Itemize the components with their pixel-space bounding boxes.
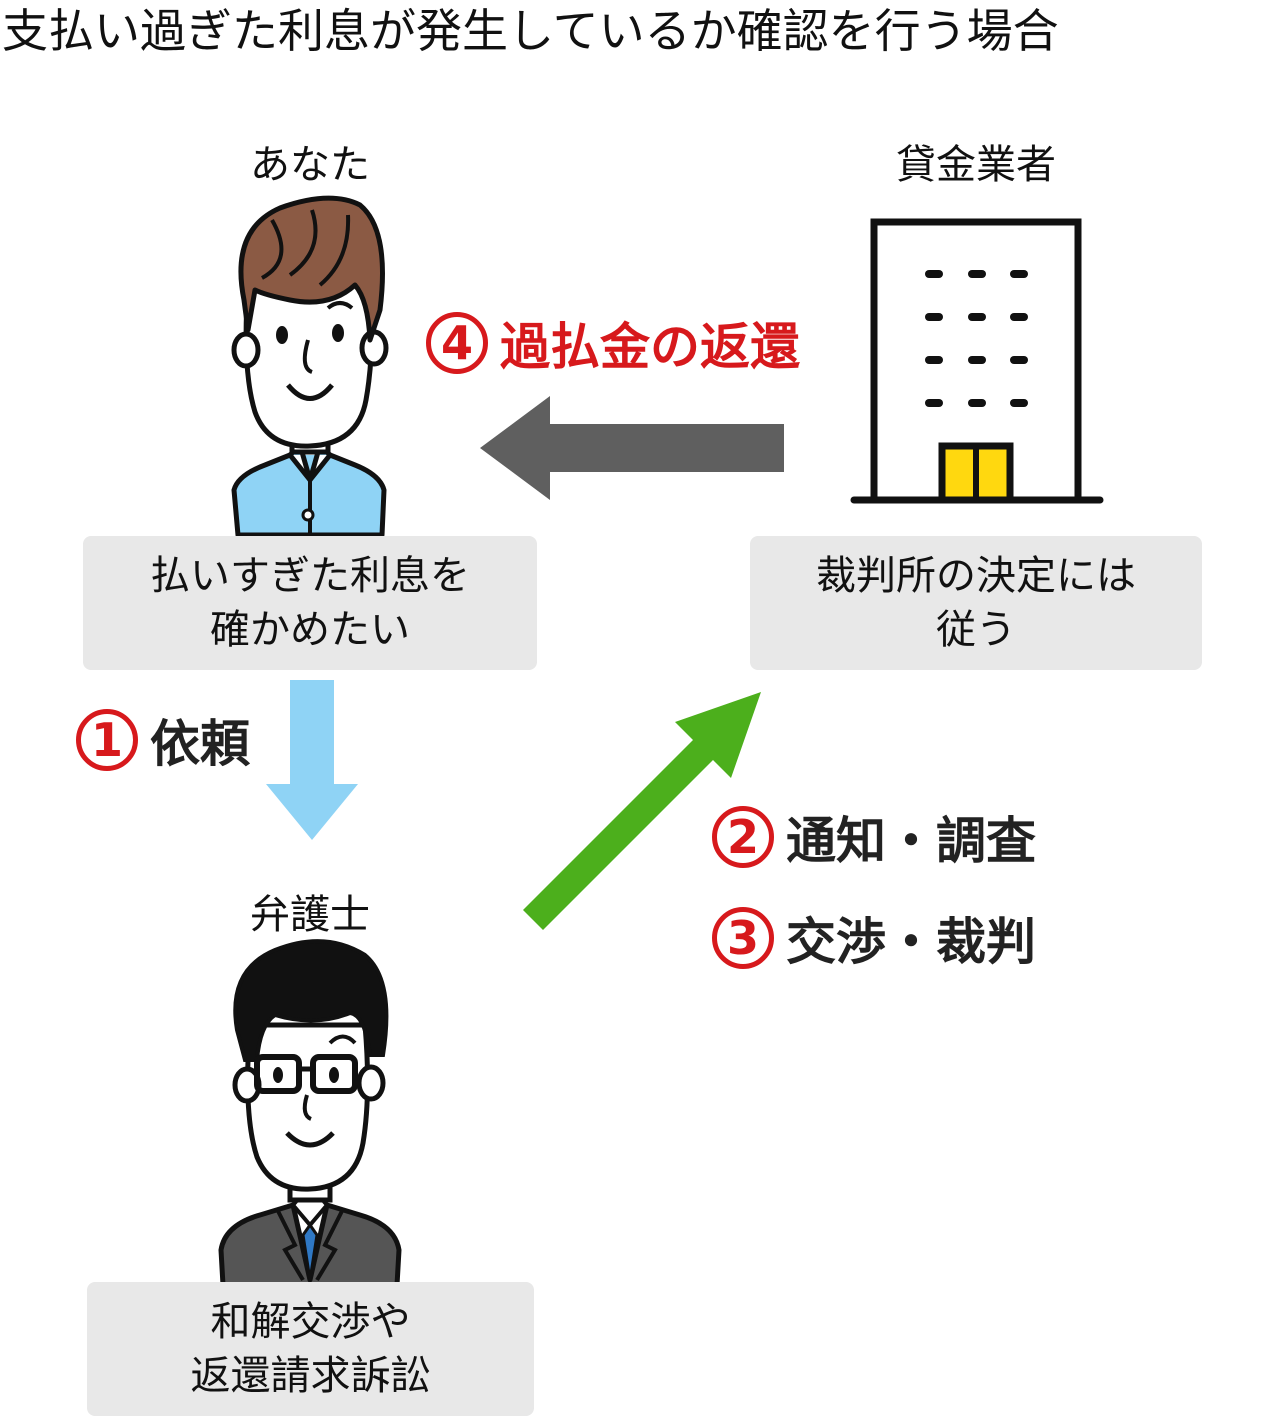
building-icon [850, 218, 1104, 504]
note-you-line1: 払いすぎた利息を [150, 553, 470, 599]
arrow-request [266, 680, 358, 840]
note-lender-line1: 裁判所の決定には [816, 553, 1136, 599]
step-4-number: 4 [426, 312, 488, 374]
step-3-text: 交渉・裁判 [786, 913, 1036, 971]
step-3: 3 交渉・裁判 [712, 902, 1036, 974]
note-box-you: 払いすぎた利息を 確かめたい [83, 536, 537, 670]
note-you-line2: 確かめたい [210, 607, 410, 653]
actor-label-you: あなた [250, 142, 370, 188]
step-1-number: 1 [76, 709, 138, 771]
actor-label-lender: 貸金業者 [896, 142, 1056, 188]
note-lawyer-line2: 返還請求訴訟 [190, 1353, 431, 1399]
person-casual-icon [231, 195, 389, 538]
step-1-text: 依頼 [150, 715, 250, 773]
step-3-number: 3 [712, 907, 774, 969]
lawyer-icon [218, 939, 402, 1288]
step-2-text: 通知・調査 [786, 812, 1036, 870]
note-box-lawyer: 和解交渉や 返還請求訴訟 [87, 1282, 534, 1416]
actor-label-lawyer: 弁護士 [250, 892, 370, 938]
step-4: 4 過払金の返還 [426, 307, 800, 379]
arrow-refund [480, 396, 784, 500]
note-lender-line2: 従う [936, 607, 1016, 653]
note-lawyer-line1: 和解交渉や [210, 1299, 411, 1345]
page-title: 支払い過ぎた利息が発生しているか確認を行う場合 [2, 4, 1059, 58]
note-box-lender: 裁判所の決定には 従う [750, 536, 1202, 670]
step-1: 1 依頼 [76, 704, 250, 776]
step-4-text: 過払金の返還 [500, 318, 800, 376]
step-2: 2 通知・調査 [712, 801, 1036, 873]
arrow-action [523, 692, 761, 930]
step-2-number: 2 [712, 806, 774, 868]
